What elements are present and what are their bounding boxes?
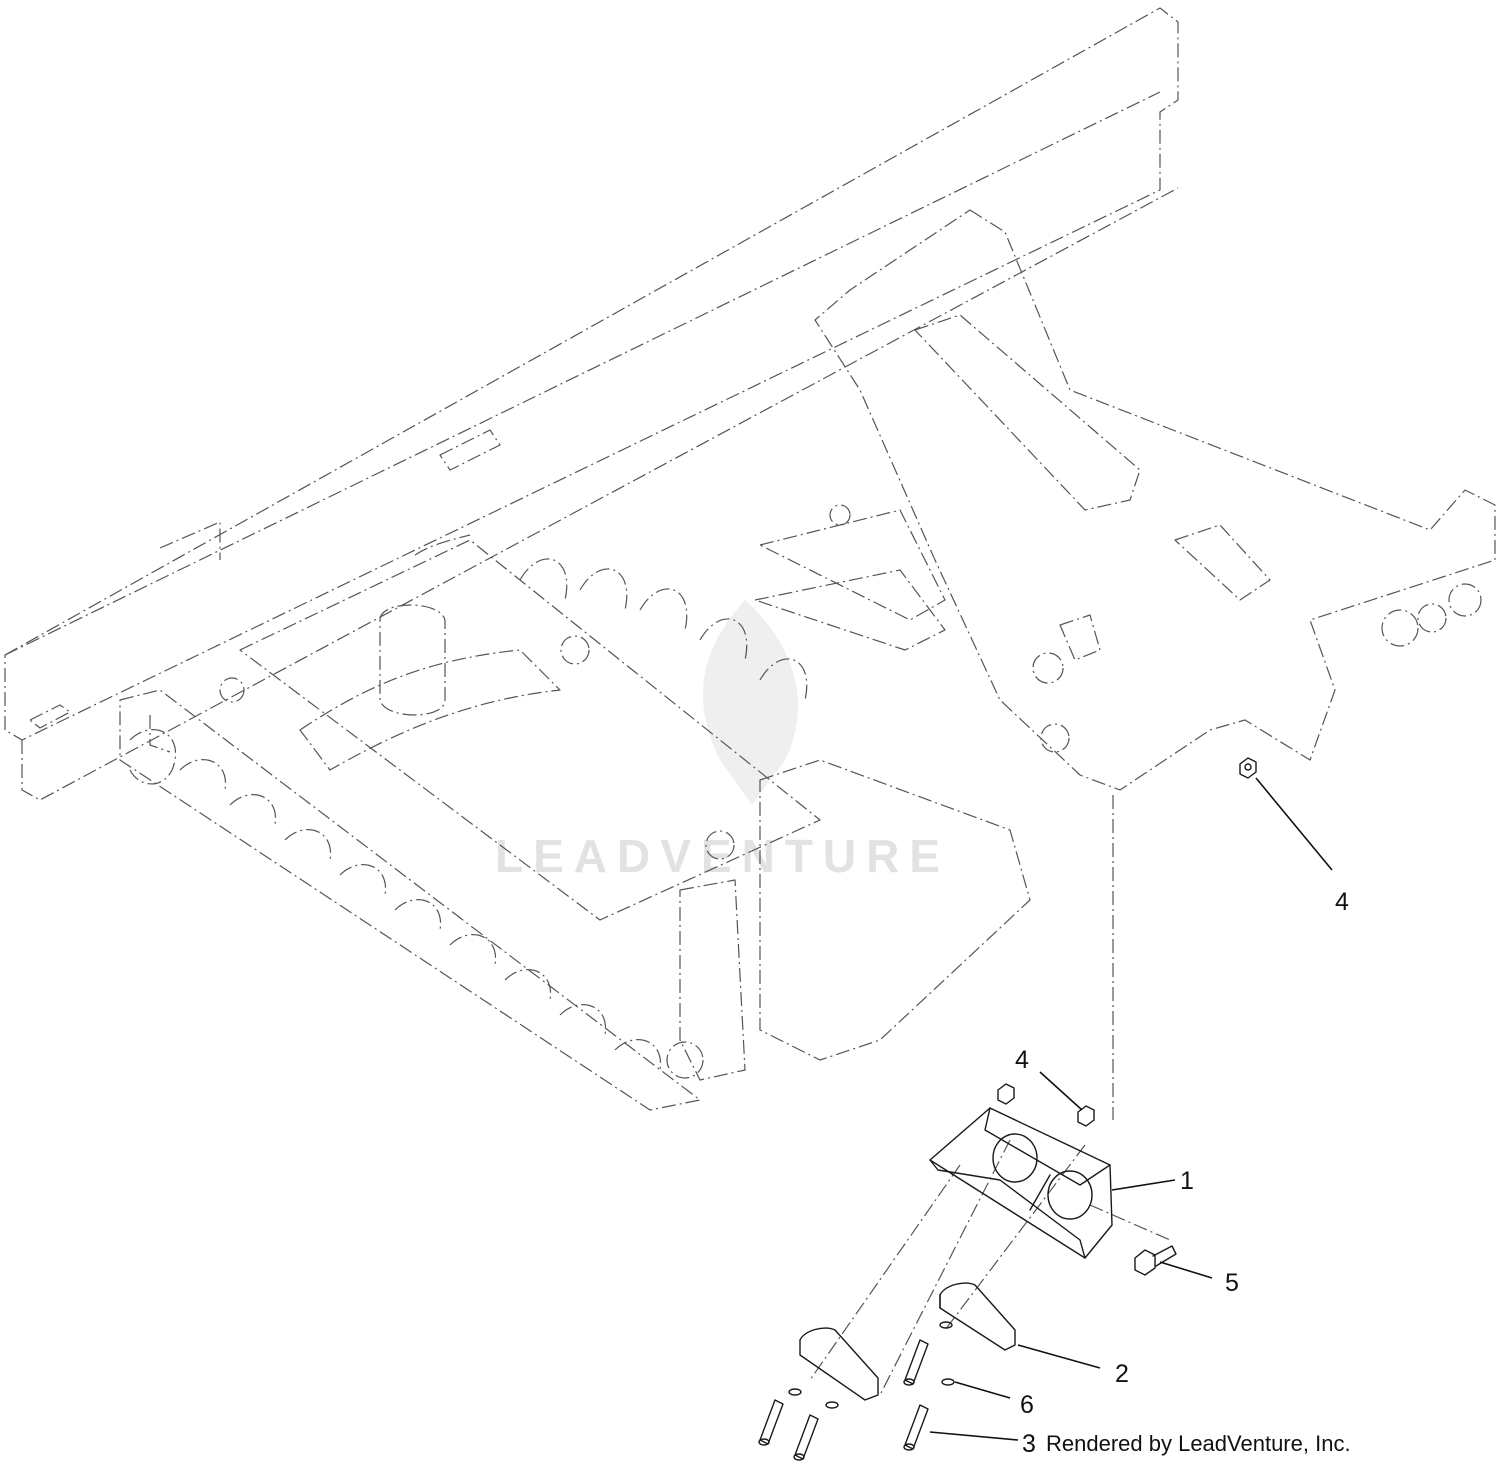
block-part-2-right: [939, 1282, 1016, 1351]
callout-3: 3: [1022, 1430, 1036, 1458]
callout-4-upper: 4: [1335, 888, 1349, 916]
callout-2: 2: [1115, 1360, 1129, 1388]
bolt-part-5: [1134, 1245, 1177, 1276]
watermark-text: LEADVENTURE: [495, 830, 950, 882]
pins-part-3: [758, 1339, 929, 1461]
callout-6: 6: [1020, 1391, 1034, 1419]
assembly-line: [809, 795, 1171, 1396]
callout-1: 1: [1180, 1167, 1194, 1195]
cutting-unit: [119, 534, 1031, 1111]
bracket-part-1: [929, 1107, 1113, 1259]
callout-4-lower: 4: [1015, 1046, 1029, 1074]
callout-5: 5: [1225, 1269, 1239, 1297]
nut-part-4-upper: [1239, 757, 1257, 779]
leader-lines: [929, 777, 1333, 1441]
leadventure-watermark: LEADVENTURE: [495, 600, 950, 882]
washers-part-6: [788, 1321, 955, 1409]
frame-rail: [4, 7, 1179, 801]
cross-member: [754, 209, 1496, 791]
block-part-2-left: [799, 1327, 879, 1401]
render-credit: Rendered by LeadVenture, Inc.: [1046, 1431, 1351, 1456]
nut-part-4-lower: [997, 1083, 1095, 1127]
